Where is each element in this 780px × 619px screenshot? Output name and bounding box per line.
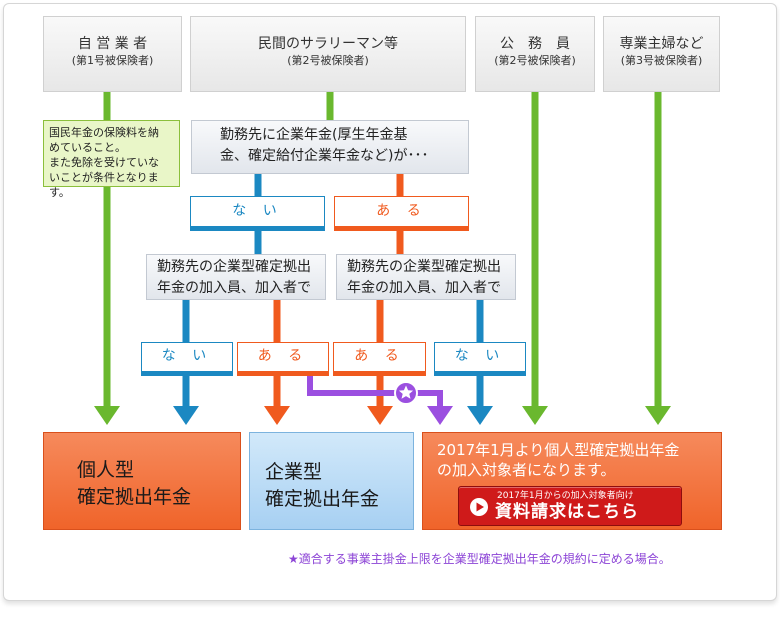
result-individual-dc: 個人型 確定拠出年金 [43, 432, 241, 530]
orange-arrowhead [264, 406, 290, 425]
request-materials-button[interactable]: 2017年1月からの加入対象者向け 資料請求はこちら [458, 486, 682, 526]
footnote: ★適合する事業主掛金上限を企業型確定拠出年金の規約に定める場合。 [288, 552, 671, 566]
play-icon [470, 498, 488, 516]
header-housewife: 専業主婦など (第3号被保険者) [603, 16, 720, 92]
label-nai-1: な い [190, 196, 325, 231]
green-arrowhead [94, 406, 120, 425]
header-salaried: 民間のサラリーマン等 (第2号被保険者) [190, 16, 466, 92]
green-arrowhead [522, 406, 548, 425]
orange-arrowhead [367, 406, 393, 425]
label-aru-2: あ る [237, 342, 329, 376]
question-corporate-dc-left: 勤務先の企業型確定拠出 年金の加入員、加入者で [146, 254, 326, 300]
label-nai-2: な い [141, 342, 233, 376]
label-aru-1: あ る [334, 196, 469, 231]
blue-arrowhead [173, 406, 199, 425]
purple-connectors [307, 376, 453, 425]
blue-arrowhead [467, 406, 493, 425]
orange-connectors [264, 174, 404, 425]
label-nai-3: な い [434, 342, 526, 376]
result-corporate-dc: 企業型 確定拠出年金 [249, 432, 414, 530]
blue-connectors [173, 174, 493, 425]
star-icon [398, 385, 414, 399]
result-individual-dc-2017: 2017年1月より個人型確定拠出年金 の加入対象者になります。 [422, 432, 722, 530]
condition-note: 国民年金の保険料を納 めていること。 また免除を受けていな いことが条件となりま… [43, 120, 180, 199]
question-corporate-dc-right: 勤務先の企業型確定拠出 年金の加入員、加入者で [336, 254, 516, 300]
header-civil-servant: 公 務 員 (第2号被保険者) [475, 16, 595, 92]
label-aru-3: あ る [333, 342, 426, 376]
purple-arrowhead [427, 406, 453, 425]
header-self-employed: 自 営 業 者 (第1号被保険者) [43, 16, 182, 92]
green-arrowhead [645, 406, 671, 425]
question-corporate-pension: 勤務先に企業年金(厚生年金基 金、確定給付企業年金など)が･･･ [191, 120, 469, 174]
